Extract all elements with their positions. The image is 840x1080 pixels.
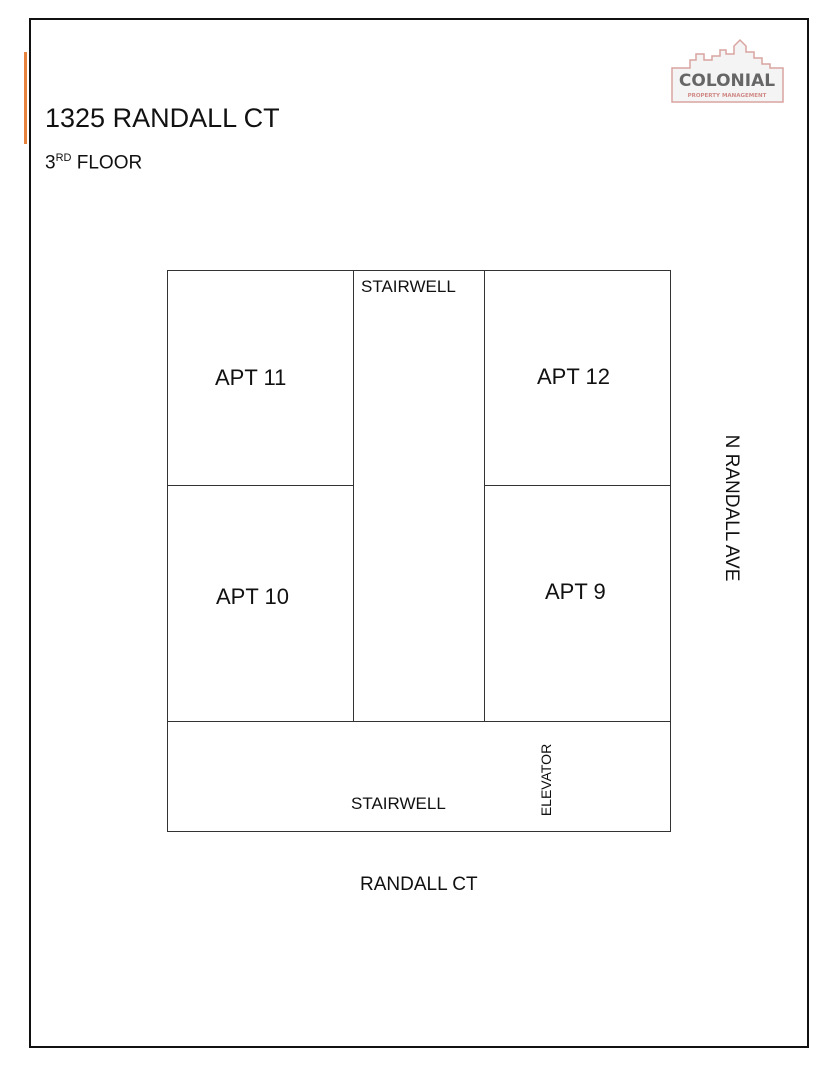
floor-plan: [167, 270, 671, 832]
elevator-label: ELEVATOR: [538, 743, 554, 817]
apt-11-label: APT 11: [215, 365, 287, 390]
wall: [484, 270, 485, 721]
colonial-logo: COLONIAL PROPERTY MANAGEMENT: [671, 38, 784, 103]
wall: [484, 485, 670, 486]
page-border: [29, 18, 809, 1048]
floor-label: 3RD FLOOR: [45, 152, 143, 174]
wall: [167, 721, 670, 722]
page-title: 1325 RANDALL CT: [45, 103, 280, 133]
svg-text:COLONIAL: COLONIAL: [679, 71, 775, 91]
apt-9-label: APT 9: [545, 579, 606, 604]
svg-text:PROPERTY MANAGEMENT: PROPERTY MANAGEMENT: [688, 93, 767, 99]
apt-10-label: APT 10: [216, 584, 289, 609]
wall: [353, 270, 354, 721]
stairwell-top-label: STAIRWELL: [361, 277, 456, 296]
street-east-label: N RANDALL AVE: [721, 434, 742, 582]
apt-12-label: APT 12: [537, 364, 610, 389]
wall: [167, 485, 353, 486]
accent-bar: [24, 52, 27, 144]
stairwell-bottom-label: STAIRWELL: [351, 794, 446, 813]
street-south-label: RANDALL CT: [360, 874, 478, 895]
